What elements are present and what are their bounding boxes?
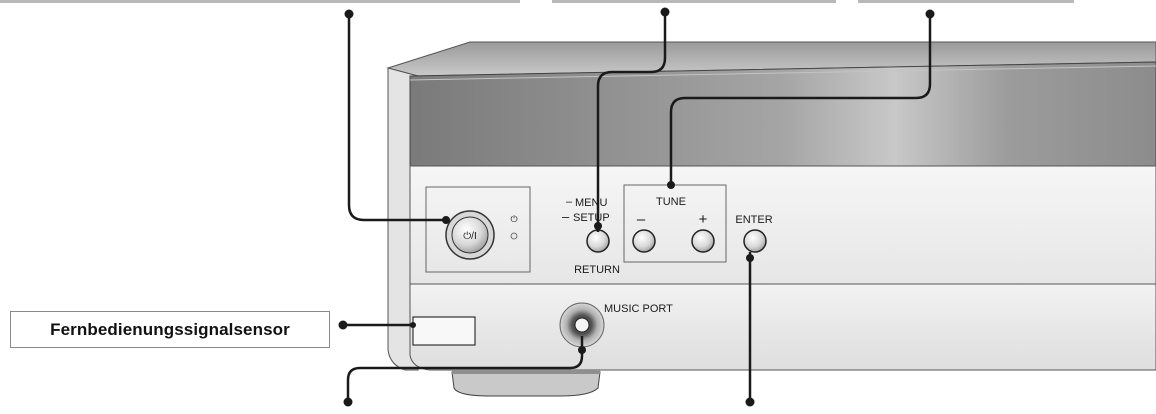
leader-setup-button xyxy=(596,12,667,232)
setup-dash: – xyxy=(562,209,570,224)
tune-label: TUNE xyxy=(656,196,686,208)
setup-menu-button[interactable] xyxy=(586,229,610,253)
header-bar-left xyxy=(0,0,520,3)
dot-music-port-bottom xyxy=(343,397,353,407)
front-control-panel xyxy=(409,165,1156,285)
menu-label: MENU xyxy=(575,197,607,209)
dot-sensor-end xyxy=(410,322,416,328)
dot-setup-end xyxy=(594,222,602,230)
dot-power-end xyxy=(442,216,450,224)
sensor-callout-box: Fernbedienungssignalsensor xyxy=(10,311,330,348)
display-window xyxy=(409,61,1156,167)
dot-sensor-callout xyxy=(338,320,348,330)
lower-front-panel xyxy=(409,283,1156,371)
leader-dots xyxy=(338,7,935,407)
music-port-hole xyxy=(574,317,590,333)
dot-setup-top xyxy=(660,7,670,17)
dot-tune-end xyxy=(667,181,675,189)
menu-dash: – xyxy=(566,196,573,208)
setup-label: SETUP xyxy=(573,212,610,224)
device-foot xyxy=(451,371,601,397)
dot-enter-end xyxy=(746,254,754,262)
enter-label: ENTER xyxy=(735,214,772,226)
dot-tune-top xyxy=(925,9,935,19)
leader-music-port xyxy=(346,336,584,402)
leader-tune-buttons xyxy=(669,14,932,185)
leader-lines xyxy=(343,12,932,402)
power-button-frame xyxy=(425,186,531,273)
header-bar-right xyxy=(858,0,1074,3)
tune-plus-button[interactable] xyxy=(691,229,715,253)
power-button-label: ⏻/I xyxy=(463,231,476,242)
dot-enter-bottom xyxy=(745,397,755,407)
tune-minus-button[interactable] xyxy=(632,229,656,253)
sensor-callout-label: Fernbedienungssignalsensor xyxy=(50,319,290,339)
display-highlight-line xyxy=(409,65,1156,81)
header-bar-middle xyxy=(552,0,836,3)
standby-indicator-led xyxy=(510,232,518,240)
device-foot-top xyxy=(452,370,600,374)
leader-power-button xyxy=(347,14,446,222)
dot-power-top xyxy=(344,9,354,19)
power-button[interactable] xyxy=(451,216,489,254)
dot-music-port-end xyxy=(578,346,586,354)
tune-minus-label: – xyxy=(637,211,646,228)
tune-plus-label: + xyxy=(699,211,708,228)
music-port-label: MUSIC PORT xyxy=(604,303,673,315)
return-label: RETURN xyxy=(574,264,620,276)
remote-sensor-window xyxy=(412,316,476,346)
enter-button[interactable] xyxy=(743,229,767,253)
standby-symbol: ⏻ xyxy=(510,214,517,224)
